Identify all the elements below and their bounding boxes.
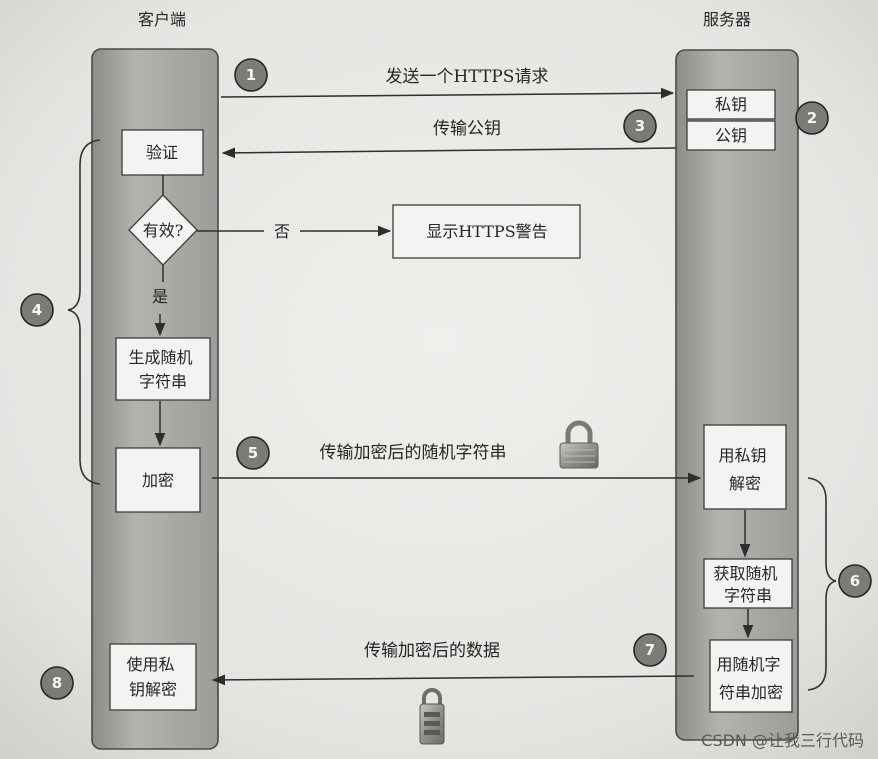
step-3-public-key: 传输公钥 [221,119,677,159]
step-number: 8 [52,674,62,692]
generate-line-1: 生成随机 [128,348,192,367]
step-number: 2 [807,109,817,127]
server-decrypt-label: 用私钥 解密 [718,446,771,493]
combination-padlock-icon [419,688,445,745]
server-decrypt-line-2: 解密 [729,474,761,493]
encrypted-string-label: 传输加密后的随机字符串 [320,443,507,463]
step-number: 7 [645,641,655,659]
step-badge-2: 2 [795,101,829,135]
public-key-transfer-label: 传输公钥 [433,119,501,139]
obtain-random-string-box [703,558,793,609]
obtain-line-1: 获取随机 [713,564,777,583]
encrypted-data-label: 传输加密后的数据 [364,641,500,661]
step-number: 5 [248,444,258,462]
client-decrypt-label: 使用私 钥解密 [126,655,179,699]
step-badge-8: 8 [40,666,74,700]
encrypted-data-arrow [211,674,695,686]
step-4-brace [67,139,101,485]
encrypt-label: 加密 [142,471,174,490]
server-column [675,49,799,741]
client-header: 客户端 [138,10,186,29]
server-decrypt-box [703,424,787,510]
verify-label: 验证 [146,143,178,162]
request-label: 发送一个HTTPS请求 [386,67,549,87]
private-key-box [686,89,776,120]
generate-random-string-box [115,337,211,401]
step-number: 6 [850,572,860,590]
csdn-watermark: CSDN @让我三行代码 [701,731,864,750]
step-badge-1: 1 [234,58,268,92]
padlock-icon [559,420,599,469]
private-key-label: 私钥 [715,95,747,114]
server-decrypt-line-1: 用私钥 [718,446,766,465]
server-encrypt-line-1: 用随机字 [716,655,780,674]
step-number: 1 [246,66,256,84]
valid-question-label: 有效? [143,221,184,240]
step-1-request: 发送一个HTTPS请求 [220,67,675,99]
client-decrypt-line-2: 钥解密 [129,680,177,699]
step-5-encrypted-string: 传输加密后的随机字符串 [212,443,702,484]
step-number: 3 [635,117,645,135]
client-decrypt-box [109,643,197,711]
https-warning-box [392,204,581,259]
obtain-line-2: 字符串 [724,586,772,605]
https-warning-label: 显示HTTPS警告 [426,222,547,241]
public-key-box [686,120,776,151]
server-header: 服务器 [703,10,751,29]
server-encrypt-label: 用随机字 符串加密 [716,655,785,702]
no-label: 否 [274,222,290,241]
verify-box [121,129,204,176]
step-number: 4 [32,301,42,319]
public-key-label: 公钥 [715,126,747,145]
server-encrypt-line-2: 符串加密 [719,683,783,702]
step-badge-7: 7 [633,633,667,667]
encrypt-box [115,447,201,513]
step-badge-5: 5 [236,436,270,470]
obtain-random-string-label: 获取随机 字符串 [713,564,782,605]
step-badge-4: 4 [20,293,54,327]
server-encrypt-box [709,639,793,713]
client-decrypt-line-1: 使用私 [126,655,174,674]
request-arrow [220,87,675,99]
step-badge-3: 3 [623,109,657,143]
yes-label: 是 [152,287,168,306]
step-7-encrypted-data: 传输加密后的数据 [211,641,695,686]
step-badge-6: 6 [838,564,872,598]
generate-line-2: 字符串 [139,372,187,391]
generate-random-string-label: 生成随机 字符串 [128,348,197,391]
step-6-brace [807,477,837,691]
public-key-arrow [221,147,677,159]
server-key-pair: 私钥 公钥 [686,89,776,151]
